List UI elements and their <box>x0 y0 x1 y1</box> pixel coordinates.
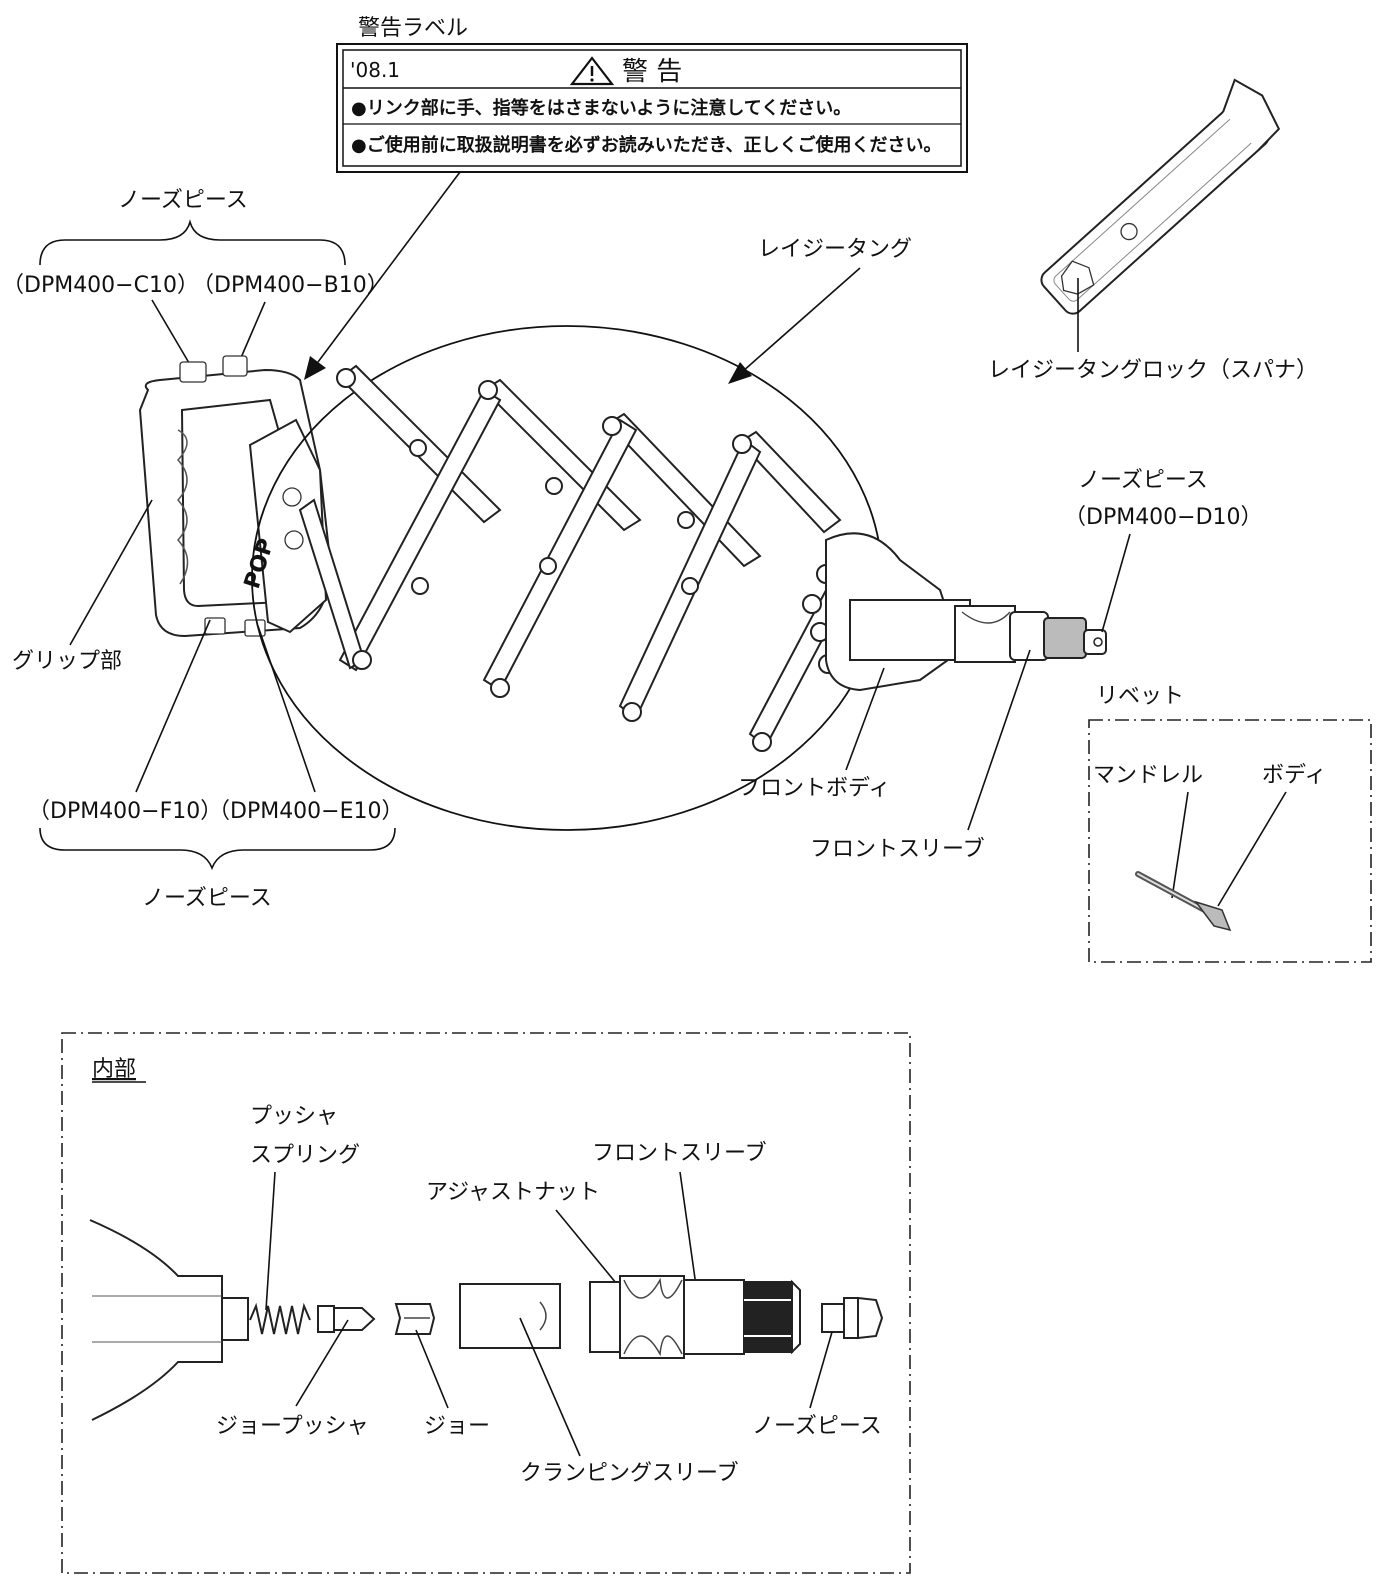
lazy-tongs-leader <box>741 267 861 373</box>
mandrel-label: マンドレル <box>1093 763 1203 788</box>
nose-piece-front-title: ノーズピース <box>1078 468 1208 493</box>
mandrel-leader <box>1171 791 1189 899</box>
internal-front-sleeve-label: フロントスリーブ <box>592 1141 767 1166</box>
nose-piece-top-left-code: （DPM400−C10） <box>2 273 199 298</box>
lazy-tongs-arrowhead <box>728 362 752 384</box>
jaw-pusher-leader <box>295 1319 349 1407</box>
head-plate: POP <box>240 418 328 634</box>
nose-piece-front-code: （DPM400−D10） <box>1064 505 1263 530</box>
internal-nose-piece-leader <box>809 1331 833 1409</box>
internal-nose-piece <box>821 1296 884 1340</box>
jaw-pusher <box>317 1305 376 1333</box>
rivet-body-label: ボディ <box>1262 763 1326 788</box>
warning-label-title: 警 告 <box>622 57 682 87</box>
pusher-spring-seat <box>221 1297 249 1341</box>
pusher-spring-label-line-2: スプリング <box>250 1143 360 1168</box>
grip-label: グリップ部 <box>12 649 122 674</box>
lazy-tongs-highlight-ellipse <box>251 325 883 831</box>
warning-label: '08.1 警 告 ●リンク部に手、指等をはさまないように注意してください。 ●… <box>336 43 968 173</box>
lazy-tongs-label: レイジータング <box>758 237 912 262</box>
jaw-pusher-label: ジョープッシャ <box>216 1414 369 1439</box>
pusher-spring-label-line-1: プッシャ <box>250 1104 338 1129</box>
grip-leader <box>69 499 153 646</box>
nose-piece-bottom-title: ノーズピース <box>142 886 272 911</box>
jaw-label: ジョー <box>424 1414 490 1439</box>
nose-piece-bottom-brace <box>39 827 396 871</box>
front-body-leader <box>845 667 885 771</box>
lazy-tongs-mechanism <box>298 364 860 748</box>
adjust-nut-label: アジャストナット <box>426 1180 600 1205</box>
lazy-tongs-lock-label: レイジータングロック（スパナ） <box>988 358 1318 383</box>
adjust-nut-and-front-sleeve <box>589 1275 801 1359</box>
nose-piece-e10-leader <box>257 625 316 793</box>
jaw <box>394 1303 436 1335</box>
nose-piece-b10-leader <box>239 301 266 361</box>
nose-piece-bottom-left-code: （DPM400−F10） <box>28 799 222 824</box>
spanner-illustration <box>1040 78 1281 315</box>
pusher-spring <box>249 1302 311 1335</box>
nose-piece-top-right-code: （DPM400−B10） <box>192 273 389 298</box>
nose-piece-bottom-right-code: （DPM400−E10） <box>208 799 404 824</box>
warning-label-line-2: ●ご使用前に取扱説明書を必ずお読みいただき、正しくご使用ください。 <box>351 134 941 156</box>
clamping-sleeve-label: クランピングスリーブ <box>520 1461 739 1486</box>
warning-label-leader <box>317 171 461 363</box>
front-body-label: フロントボディ <box>738 776 890 801</box>
jaw-leader <box>415 1329 449 1409</box>
lazy-tongs-pivots <box>336 368 838 752</box>
front-sleeve <box>954 605 1107 663</box>
pusher-spring-leader <box>265 1171 276 1311</box>
nose-piece-top-brace <box>39 219 346 266</box>
rivet-detail-box <box>1088 719 1372 963</box>
internal-nose-piece-label: ノーズピース <box>752 1414 882 1439</box>
rivet-illustration <box>1135 871 1232 932</box>
internal-title: 内部 <box>92 1057 136 1082</box>
front-body <box>825 532 971 692</box>
front-sleeve-leader <box>967 649 1031 831</box>
nose-piece-top-title: ノーズピース <box>118 188 248 213</box>
internal-parts-box <box>61 1032 911 1574</box>
nose-piece-d10-leader <box>1101 533 1131 633</box>
warning-label-code: '08.1 <box>350 58 400 82</box>
nose-piece-f10-leader <box>135 619 211 793</box>
warning-label-line-1: ●リンク部に手、指等をはさまないように注意してください。 <box>351 97 851 119</box>
clamping-sleeve-leader <box>519 1317 581 1457</box>
warning-label-arrowhead <box>304 356 326 380</box>
rivet-label: リベット <box>1096 684 1184 709</box>
warning-triangle-icon <box>569 56 615 86</box>
internal-front-sleeve-leader <box>679 1171 699 1301</box>
clamping-sleeve <box>459 1283 561 1349</box>
rivet-body-leader <box>1217 791 1287 907</box>
warning-label-caption: 警告ラベル <box>358 16 468 41</box>
internal-body-housing <box>89 1219 223 1421</box>
nose-piece-c10-leader <box>151 299 193 369</box>
front-sleeve-label: フロントスリーブ <box>810 837 985 862</box>
